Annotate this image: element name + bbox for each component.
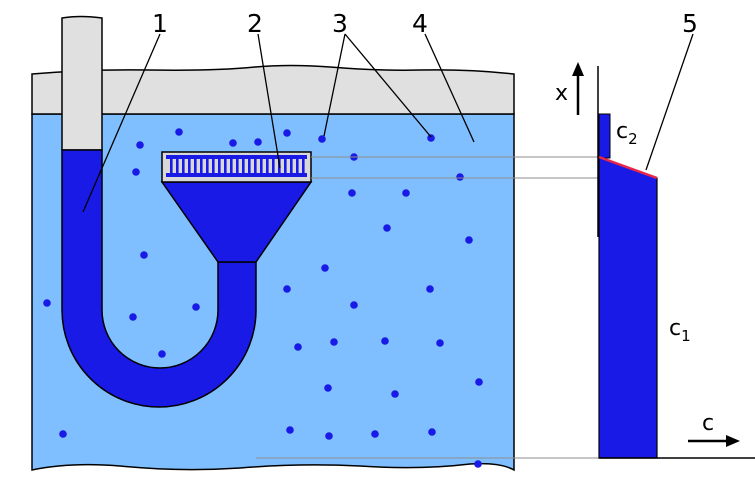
particle-dot	[391, 390, 399, 398]
particle-dot	[465, 236, 473, 244]
particle-dot	[254, 138, 262, 146]
particle-dot	[59, 430, 67, 438]
particle-dot	[318, 135, 326, 143]
membrane-slit	[200, 159, 203, 173]
membrane-slit	[194, 159, 197, 173]
particle-dot	[229, 139, 237, 147]
particles	[43, 128, 483, 468]
particle-dot	[192, 303, 200, 311]
membrane-slit	[242, 159, 245, 173]
c-axis-label: c	[702, 411, 714, 436]
leader-2	[257, 33, 281, 169]
membrane-slit	[296, 159, 299, 173]
particle-dot	[324, 384, 332, 392]
membrane-slit	[290, 159, 293, 173]
label-3: 3	[332, 9, 348, 38]
x-axis-label: x	[555, 81, 568, 106]
membrane-slits	[170, 159, 305, 173]
c2-label: c2	[616, 119, 638, 148]
leader-1	[82, 33, 161, 213]
label-1: 1	[152, 9, 168, 38]
membrane-top-strip	[166, 155, 307, 159]
c1-label: c1	[669, 316, 691, 345]
u-tube	[61, 149, 257, 408]
leader-lines	[82, 33, 694, 213]
membrane-slit	[254, 159, 257, 173]
particle-dot	[286, 426, 294, 434]
membrane-slit	[236, 159, 239, 173]
particle-dot	[43, 299, 51, 307]
particle-dot	[330, 338, 338, 346]
particle-dot	[321, 264, 329, 272]
membrane-slit	[188, 159, 191, 173]
particle-dot	[283, 129, 291, 137]
membrane-bottom-strip	[166, 173, 307, 177]
membrane-slit	[272, 159, 275, 173]
particle-dot	[436, 339, 444, 347]
particle-dot	[350, 301, 358, 309]
c-axis-arrow-head	[726, 435, 740, 447]
membrane-slit	[182, 159, 185, 173]
particle-dot	[348, 189, 356, 197]
particle-dot	[129, 313, 137, 321]
label-4: 4	[412, 9, 428, 38]
membrane-slit	[284, 159, 287, 173]
top-layer	[31, 64, 515, 115]
membrane-slit	[212, 159, 215, 173]
tube-upper	[61, 15, 103, 151]
membrane-slit	[302, 159, 305, 173]
c1-block	[598, 156, 658, 459]
particle-dot	[456, 173, 464, 181]
particle-dot	[140, 251, 148, 259]
particle-dot	[294, 343, 302, 351]
particle-dot	[325, 432, 333, 440]
particle-dot	[475, 378, 483, 386]
particle-dot	[426, 285, 434, 293]
particle-dot	[136, 141, 144, 149]
membrane-slit	[230, 159, 233, 173]
membrane-slit	[248, 159, 251, 173]
particle-dot	[158, 350, 166, 358]
leader-3a	[323, 33, 346, 137]
membrane-slit	[206, 159, 209, 173]
particle-dot	[427, 134, 435, 142]
particle-dot	[371, 430, 379, 438]
particle-dot	[474, 460, 482, 468]
particle-dot	[428, 428, 436, 436]
gradient-line	[598, 155, 658, 180]
membrane-slit	[260, 159, 263, 173]
label-2: 2	[247, 9, 263, 38]
particle-dot	[402, 189, 410, 197]
label-5: 5	[682, 9, 698, 38]
leader-3b	[344, 33, 432, 138]
membrane-slit	[218, 159, 221, 173]
c2-bar	[598, 113, 611, 159]
membrane-slit	[266, 159, 269, 173]
particle-dot	[381, 337, 389, 345]
leader-4	[424, 33, 475, 143]
particle-dot	[283, 285, 291, 293]
particle-dot	[175, 128, 183, 136]
leader-5	[645, 33, 694, 171]
particle-dot	[383, 224, 391, 232]
membrane-slit	[224, 159, 227, 173]
membrane-slit	[176, 159, 179, 173]
membrane-slit	[170, 159, 173, 173]
particle-dot	[132, 168, 140, 176]
x-axis-arrow-head	[572, 62, 584, 76]
